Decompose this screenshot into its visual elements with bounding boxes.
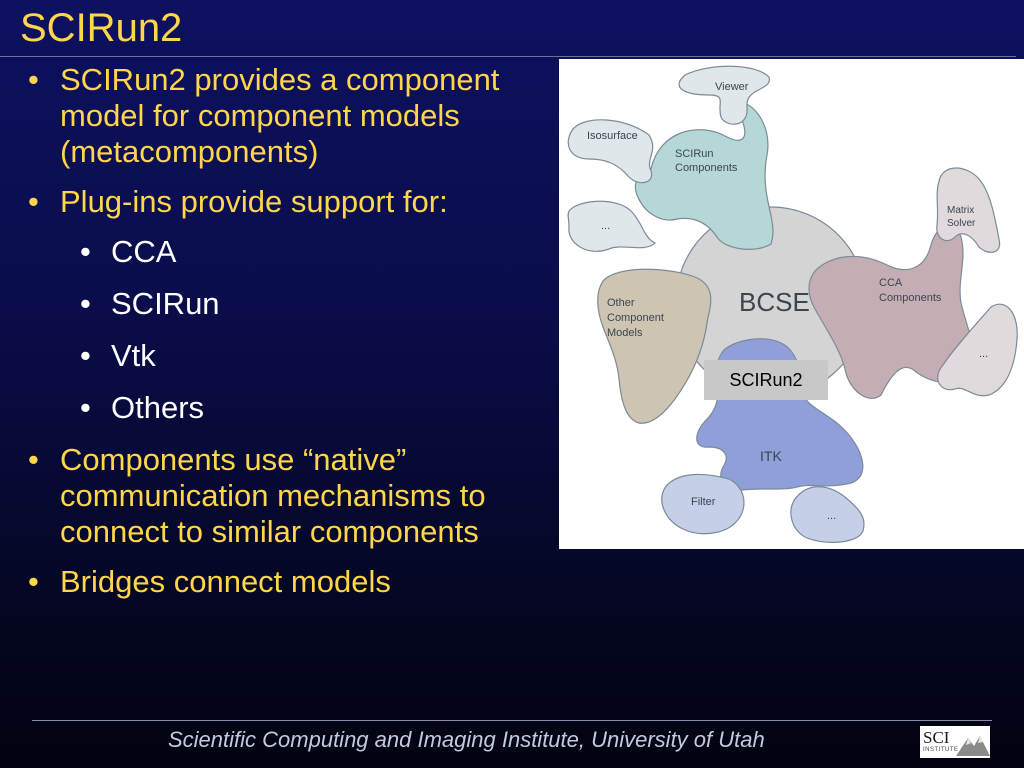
bullet-item: • Components use “native” communication … — [28, 442, 538, 550]
filter-leaf — [661, 473, 745, 535]
other-label-1: Other — [607, 297, 635, 309]
other-models-lobe — [597, 268, 712, 424]
sci-institute-logo: SCI INSTITUTE — [920, 726, 990, 758]
scirun-more-leaf — [567, 200, 657, 252]
cca-label-2: Components — [879, 292, 942, 304]
cca-label-1: CCA — [879, 277, 903, 289]
isosurface-label: Isosurface — [587, 130, 638, 142]
mountain-icon — [956, 736, 990, 756]
isosurface-leaf — [567, 119, 654, 184]
itk-label: ITK — [760, 448, 782, 464]
matrix-label-1: Matrix — [947, 205, 974, 216]
cca-more-leaf — [937, 303, 1018, 397]
bullet-item: • Plug-ins provide support for: — [28, 184, 538, 220]
bullet-text: Bridges connect models — [60, 564, 391, 599]
other-label-3: Models — [607, 327, 643, 339]
logo-word: SCI — [923, 728, 950, 747]
sub-bullet-item: • Others — [28, 390, 538, 426]
bullet-dot: • — [28, 564, 39, 599]
scirun-label-2: Components — [675, 162, 738, 174]
bullet-text: Components use “native” communication me… — [60, 442, 486, 549]
logo-sub: INSTITUTE — [923, 747, 959, 753]
bullet-dot: • — [80, 390, 91, 425]
other-label-2: Component — [607, 312, 664, 324]
bullet-dot: • — [28, 184, 39, 219]
cca-more-label: ... — [979, 348, 988, 360]
sub-bullet-item: • Vtk — [28, 338, 538, 374]
scirun-more-label: ... — [601, 220, 610, 232]
bullet-dot: • — [80, 234, 91, 269]
center-label: BCSE — [739, 287, 810, 317]
footer-text: Scientific Computing and Imaging Institu… — [168, 727, 765, 752]
bullet-dot: • — [80, 338, 91, 373]
matrix-label-2: Solver — [947, 218, 976, 229]
title-divider — [0, 56, 1016, 57]
scirun-lobe — [634, 101, 774, 250]
viewer-label: Viewer — [715, 81, 749, 93]
itk-more-label: ... — [827, 510, 836, 522]
sub-bullet-item: • CCA — [28, 234, 538, 270]
diagram-canvas: BCSE SCIRun Components Viewer Isosurface… — [567, 65, 1018, 543]
viewer-leaf — [678, 65, 770, 125]
sub-bullet-item: • SCIRun — [28, 286, 538, 322]
bullet-list: • SCIRun2 provides a component model for… — [28, 62, 538, 614]
bullet-dot: • — [28, 62, 39, 97]
scirun2-badge: SCIRun2 — [704, 360, 828, 400]
sub-bullet-text: SCIRun — [111, 286, 220, 321]
bcse-diagram: BCSE SCIRun Components Viewer Isosurface… — [559, 59, 1024, 549]
sub-bullet-text: Vtk — [111, 338, 156, 373]
sub-bullet-text: Others — [111, 390, 205, 425]
bullet-item: • Bridges connect models — [28, 564, 538, 600]
scirun-label-1: SCIRun — [675, 148, 714, 160]
itk-more-leaf — [790, 486, 865, 543]
bullet-text: Plug-ins provide support for: — [60, 184, 448, 219]
bullet-text: SCIRun2 provides a component model for c… — [60, 62, 500, 169]
footer-divider — [32, 720, 992, 721]
bullet-item: • SCIRun2 provides a component model for… — [28, 62, 538, 170]
matrix-solver-leaf — [936, 167, 1001, 253]
filter-label: Filter — [691, 496, 716, 508]
bullet-dot: • — [28, 442, 39, 477]
sub-bullet-text: CCA — [111, 234, 177, 269]
bullet-dot: • — [80, 286, 91, 321]
slide-title: SCIRun2 — [20, 6, 183, 50]
